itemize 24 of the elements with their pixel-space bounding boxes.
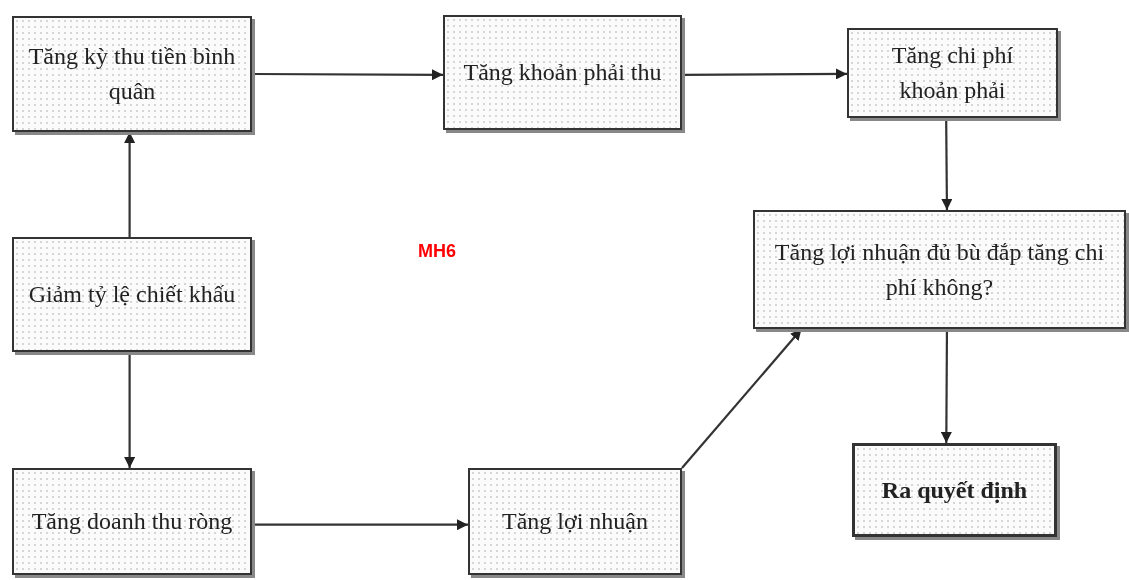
process-box: [12, 237, 252, 352]
arrow: [252, 69, 443, 81]
process-box: [852, 443, 1057, 537]
process-box: [12, 468, 252, 575]
box-label: Tăng chi phí khoản phải: [890, 41, 1015, 105]
box-label: Tăng lợi nhuận đủ bù đắp tăng chi phí không?: [773, 237, 1106, 302]
arrow: [682, 68, 847, 80]
process-box: [443, 15, 682, 130]
arrow: [124, 132, 136, 237]
arrow: [124, 352, 136, 468]
box-label: Tăng khoản phải thu: [463, 58, 662, 88]
process-box: [847, 28, 1058, 118]
box-label: Tăng doanh thu ròng: [31, 507, 233, 537]
box-label: Giảm tỷ lệ chiết khấu: [28, 280, 236, 310]
arrow: [940, 329, 952, 443]
process-box: [753, 210, 1126, 329]
arrow: [252, 519, 468, 531]
process-box: [468, 468, 682, 575]
process-box: [12, 16, 252, 132]
figure-label: MH6: [418, 241, 456, 262]
box-label: Tăng lợi nhuận: [502, 507, 648, 537]
box-label: Tăng kỳ thu tiền bình quân: [28, 42, 236, 106]
box-label: Ra quyết định: [881, 475, 1028, 505]
arrow: [941, 118, 953, 210]
